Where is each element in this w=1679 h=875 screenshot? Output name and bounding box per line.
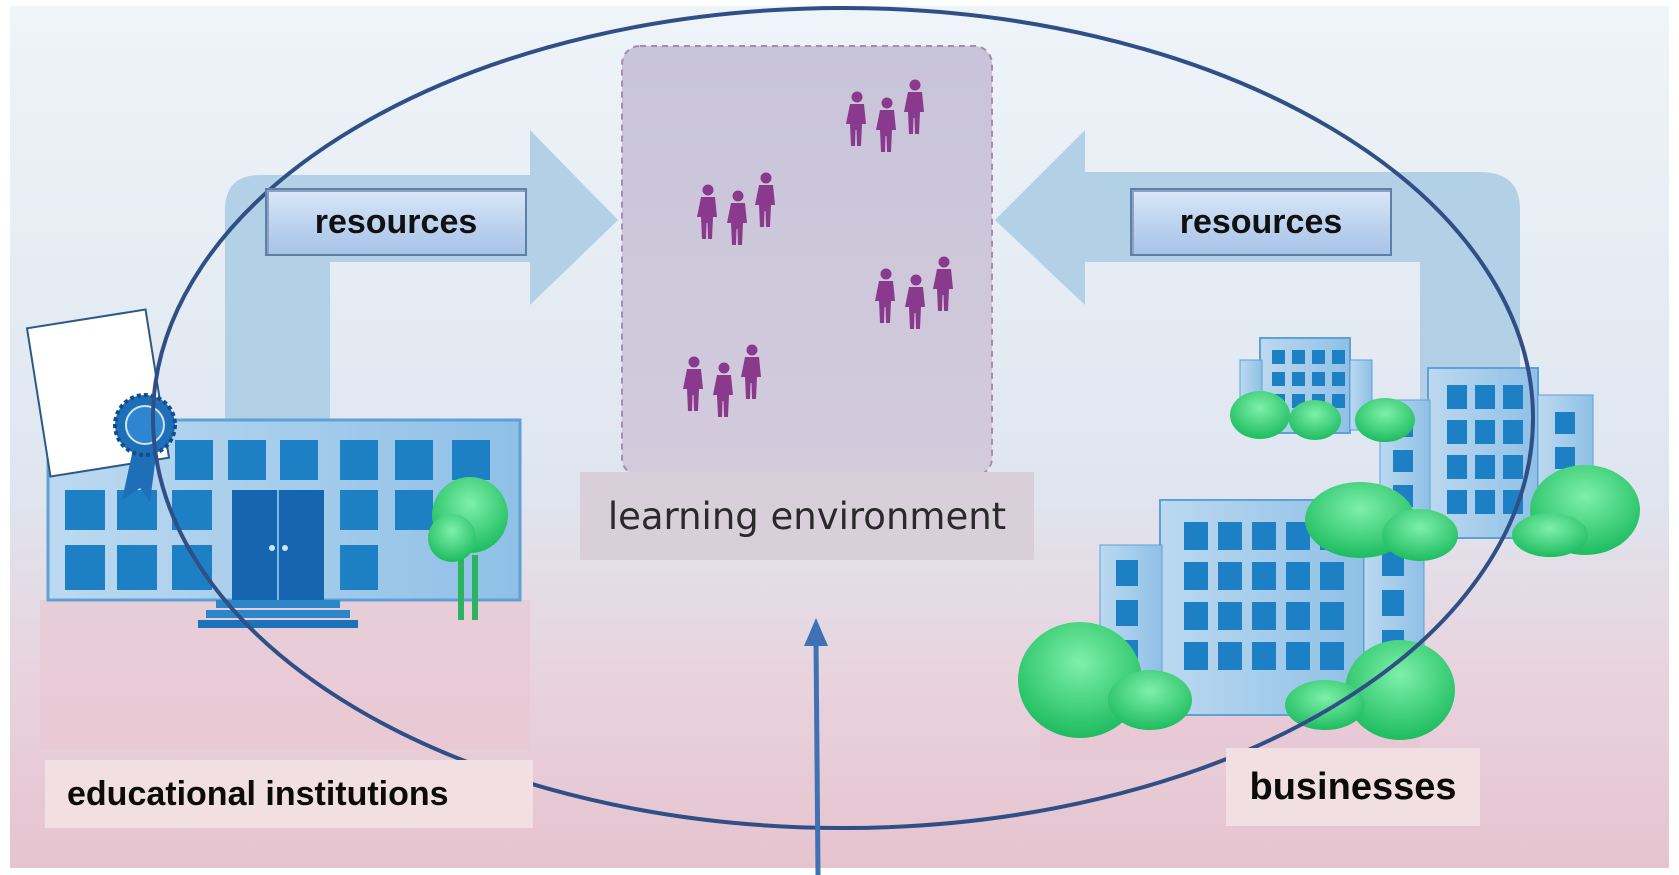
up-arrow-icon <box>804 618 828 875</box>
businesses-label: businesses <box>1226 748 1480 826</box>
tree-icon <box>428 477 508 620</box>
bush-icon <box>1018 391 1640 740</box>
resources-label-right: resources <box>1130 188 1392 256</box>
resources-label-left: resources <box>265 188 527 256</box>
learning-zone <box>621 45 993 477</box>
educational-institutions-label: educational institutions <box>45 760 533 828</box>
learning-environment-label: learning environment <box>580 472 1034 560</box>
learning-boundary-ellipse <box>151 6 1535 830</box>
